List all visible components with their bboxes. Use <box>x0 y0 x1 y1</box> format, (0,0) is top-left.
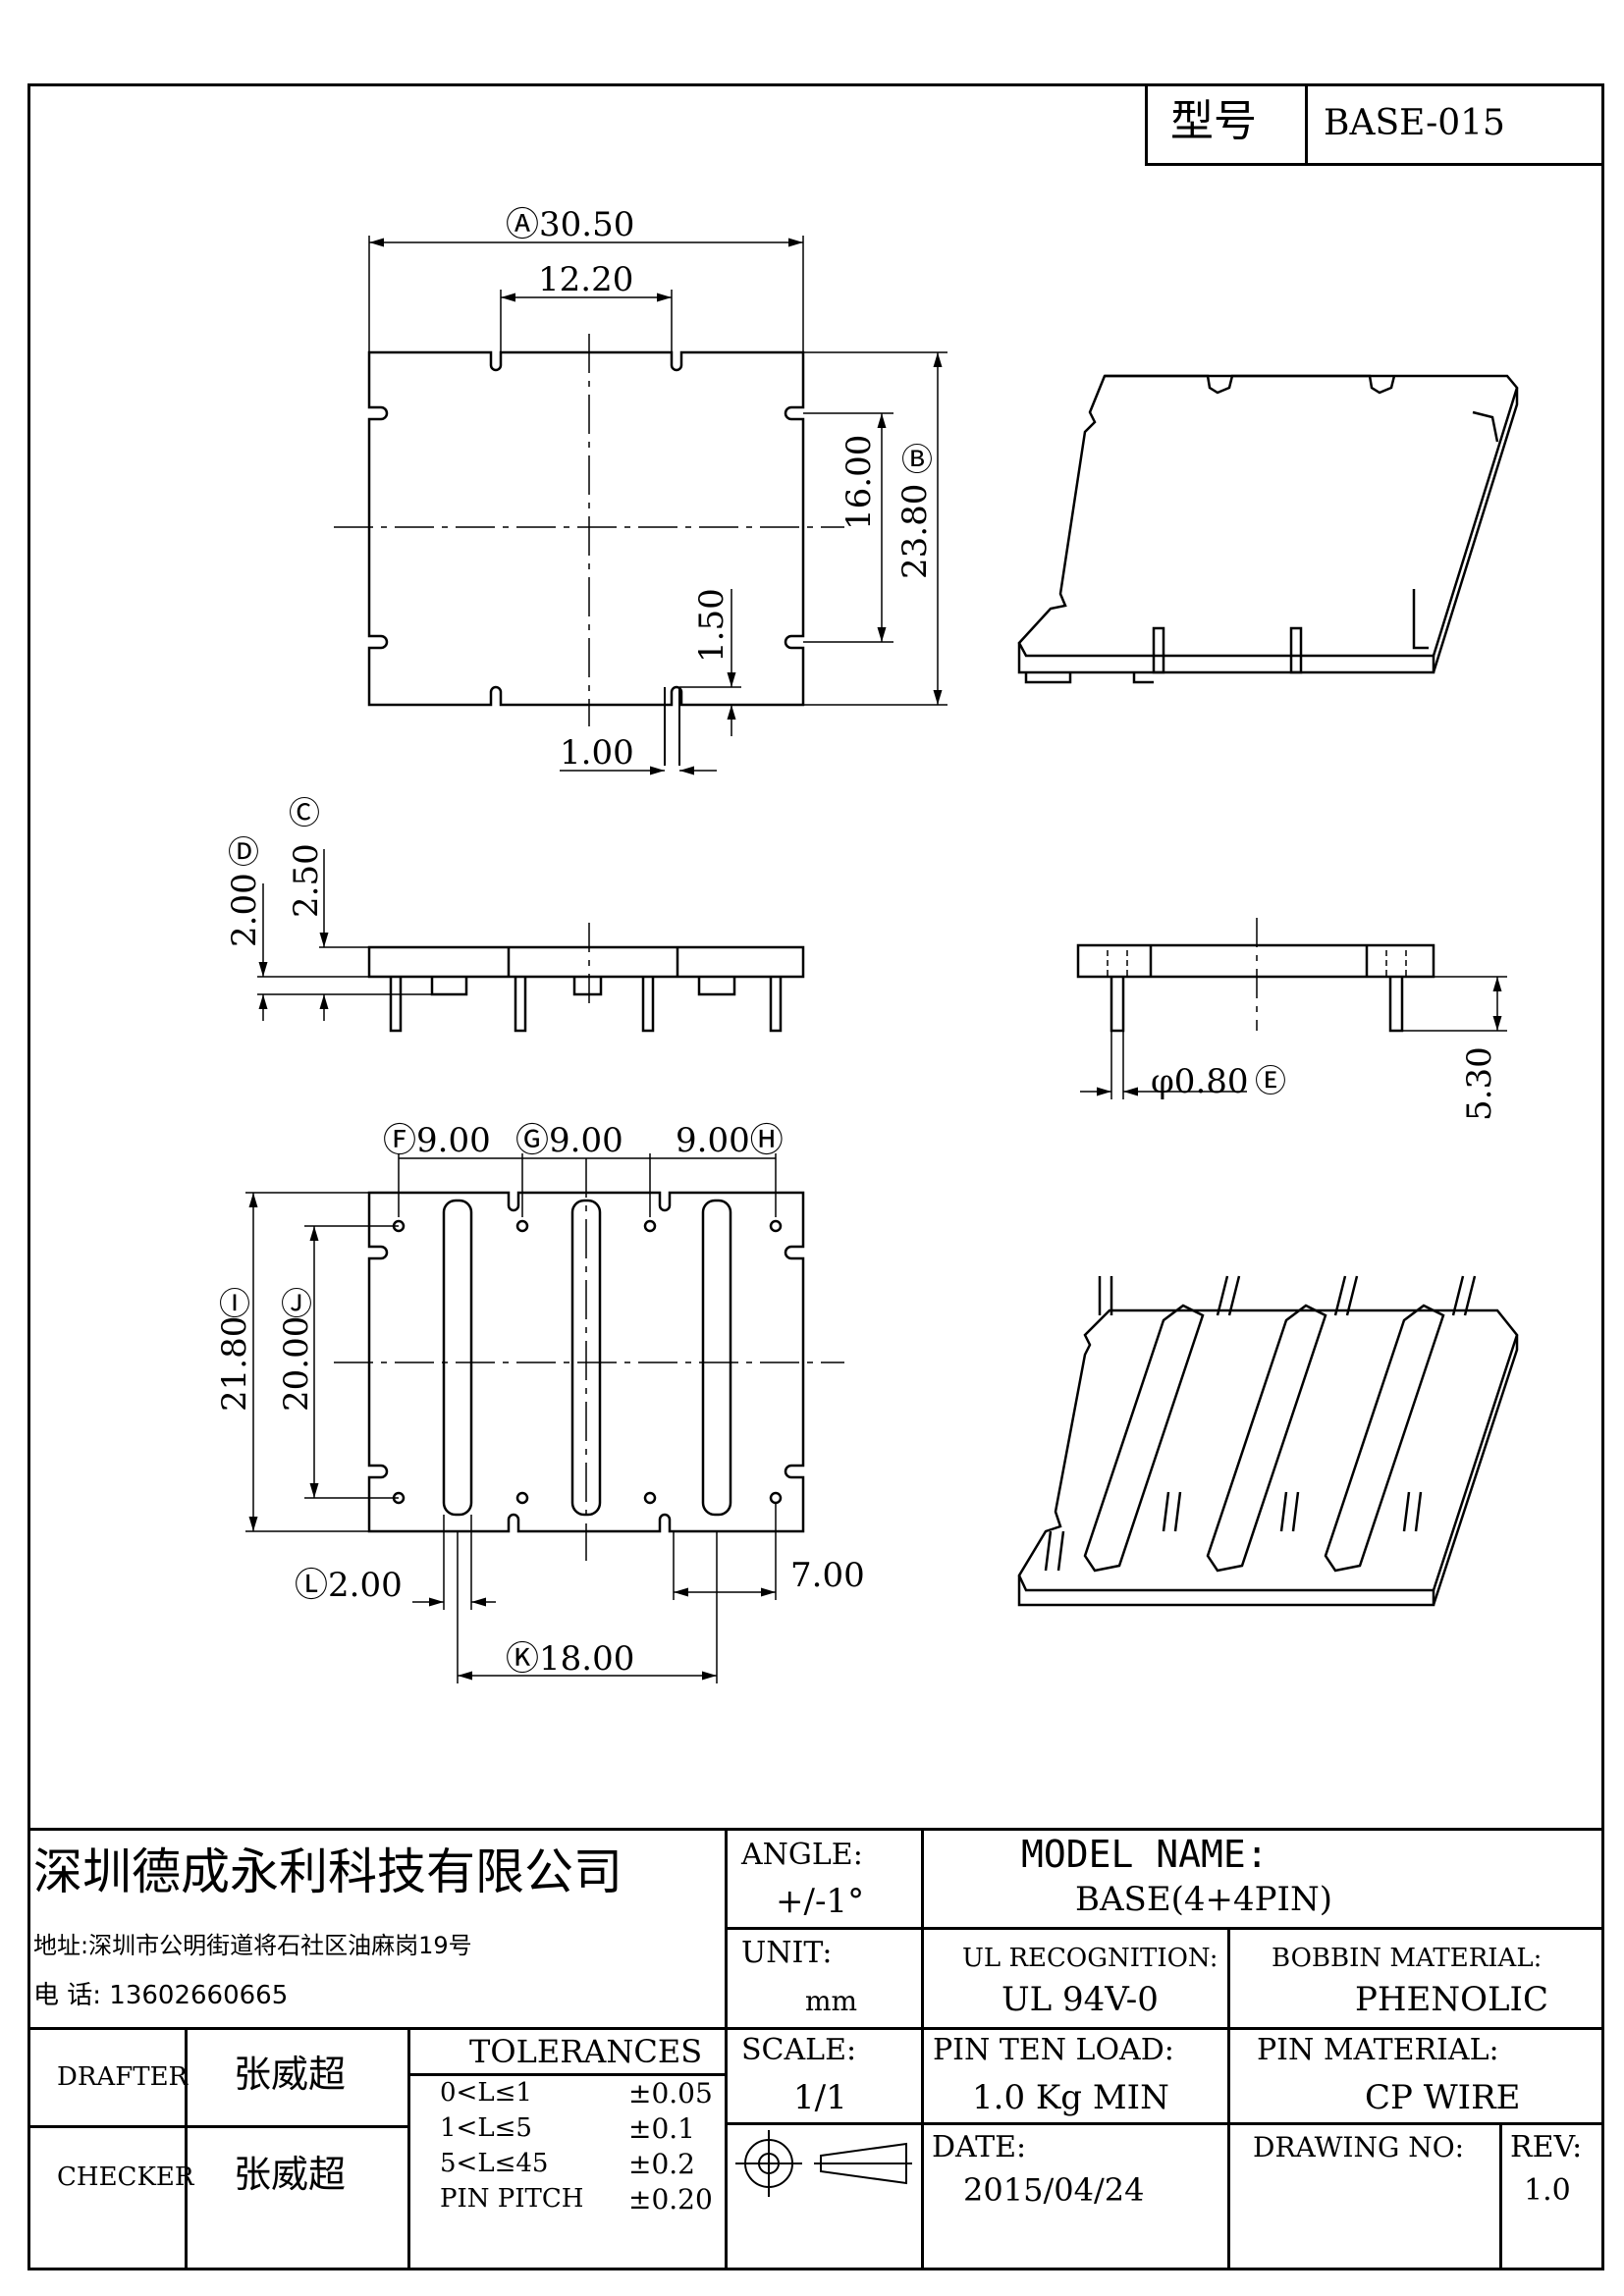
tolerances-label: TOLERANCES <box>469 2033 703 2070</box>
model-value: BASE-015 <box>1324 103 1505 143</box>
date-cell: DATE: 2015/04/24 <box>924 2125 1224 2269</box>
rev-label: REV: <box>1510 2130 1583 2164</box>
rev-cell: REV: 1.0 <box>1502 2125 1602 2269</box>
dim-f-pitch: Ⓕ9.00 <box>383 1121 491 1160</box>
bobbin-value: PHENOLIC <box>1355 1980 1548 2019</box>
dim-height-b: 23.80 <box>895 483 935 579</box>
angle-value: +/-1° <box>776 1882 865 1921</box>
company-address: 地址:深圳市公明街道将石社区油麻岗19号 <box>33 1932 472 1959</box>
top-view-outline <box>367 350 805 707</box>
dim-a-width: Ⓐ30.50 <box>506 205 635 244</box>
scale-value: 1/1 <box>793 2078 847 2117</box>
pin-load-value: 1.0 Kg MIN <box>972 2078 1169 2117</box>
dim-h-pitch: 9.00Ⓗ <box>676 1121 784 1160</box>
end-view-outline <box>1076 943 1435 1033</box>
tol-range: 1<L≤5 <box>440 2113 532 2143</box>
company-phone: 电 话: 13602660665 <box>33 1981 289 2010</box>
date-value: 2015/04/24 <box>963 2171 1145 2209</box>
side-view-outline <box>367 945 805 1033</box>
tol-range: 0<L≤1 <box>440 2078 532 2108</box>
header-left-border <box>1145 83 1148 165</box>
dim-k-value: Ⓚ18.00 <box>506 1639 635 1679</box>
dim-c-marker: Ⓒ <box>289 794 321 831</box>
tol-value: ±0.2 <box>628 2148 695 2180</box>
drawing-no-label: DRAWING NO: <box>1253 2131 1465 2163</box>
drafter-value: 张威超 <box>234 2053 347 2096</box>
dim-b-marker: Ⓑ <box>901 441 934 478</box>
tol-value: ±0.05 <box>628 2077 713 2109</box>
pin-load-label: PIN TEN LOAD: <box>933 2033 1174 2067</box>
dim-c-value: 2.50 <box>287 843 326 918</box>
drawing-frame <box>27 83 1604 2270</box>
tol-range: 5<L≤45 <box>440 2149 549 2178</box>
pin-material-label: PIN MATERIAL: <box>1257 2033 1499 2067</box>
dim-d-value: 2.00 <box>225 873 264 947</box>
pin-material-value: CP WIRE <box>1365 2078 1521 2117</box>
tol-value: ±0.1 <box>628 2112 695 2145</box>
header-divider <box>1305 83 1308 165</box>
dim-e-marker: Ⓔ <box>1255 1062 1287 1099</box>
rev-value: 1.0 <box>1524 2173 1571 2208</box>
drafter-label: DRAFTER <box>57 2062 189 2092</box>
tol-range: PIN PITCH <box>440 2184 584 2214</box>
checker-label: CHECKER <box>57 2163 194 2192</box>
tolerance-table: 0<L≤1 ±0.05 1<L≤5 ±0.1 5<L≤45 ±0.2 PIN P… <box>410 2076 723 2269</box>
projection-symbol-icon <box>735 2130 912 2197</box>
tol-value: ±0.20 <box>628 2183 713 2216</box>
title-block-top-border <box>27 1828 1604 1831</box>
iso-view-top <box>1017 374 1519 684</box>
model-name-label: MODEL NAME: <box>1021 1833 1269 1876</box>
dim-g-pitch: Ⓖ9.00 <box>515 1121 623 1160</box>
dim-notch-spacing: 12.20 <box>538 260 634 299</box>
technical-drawing <box>245 236 1519 1683</box>
dim-inner-height: 16.00 <box>839 434 879 530</box>
model-name-value: BASE(4+4PIN) <box>1075 1880 1332 1919</box>
dim-slot-depth: 1.50 <box>692 588 731 663</box>
checker-value: 张威超 <box>234 2153 347 2196</box>
dim-i-value: 21.80 <box>215 1315 254 1412</box>
unit-label: UNIT: <box>741 1936 833 1970</box>
dim-seven: 7.00 <box>790 1556 865 1595</box>
date-label: DATE: <box>932 2130 1027 2164</box>
scale-label: SCALE: <box>741 2033 857 2067</box>
unit-value: mm <box>805 1985 858 2017</box>
ul-label: UL RECOGNITION: <box>962 1944 1218 1973</box>
angle-label: ANGLE: <box>741 1838 863 1872</box>
ul-value: UL 94V-0 <box>1001 1980 1159 2019</box>
company-name: 深圳德成永利科技有限公司 <box>33 1843 623 1900</box>
dim-d-marker: Ⓓ <box>228 833 260 871</box>
dim-l-value: Ⓛ2.00 <box>295 1566 403 1605</box>
header-bottom-border <box>1145 163 1604 166</box>
dim-i-marker: Ⓘ <box>219 1285 251 1322</box>
dim-pin-dia: φ0.80 <box>1151 1062 1249 1101</box>
dim-slot-width: 1.00 <box>560 733 634 773</box>
dim-pin-length: 5.30 <box>1460 1046 1499 1121</box>
dim-j-value: 20.00 <box>277 1315 316 1412</box>
iso-view-bottom <box>1017 1275 1519 1607</box>
bobbin-label: BOBBIN MATERIAL: <box>1272 1944 1543 1973</box>
model-label: 型号 <box>1170 96 1257 146</box>
dim-j-marker: Ⓙ <box>281 1285 313 1322</box>
